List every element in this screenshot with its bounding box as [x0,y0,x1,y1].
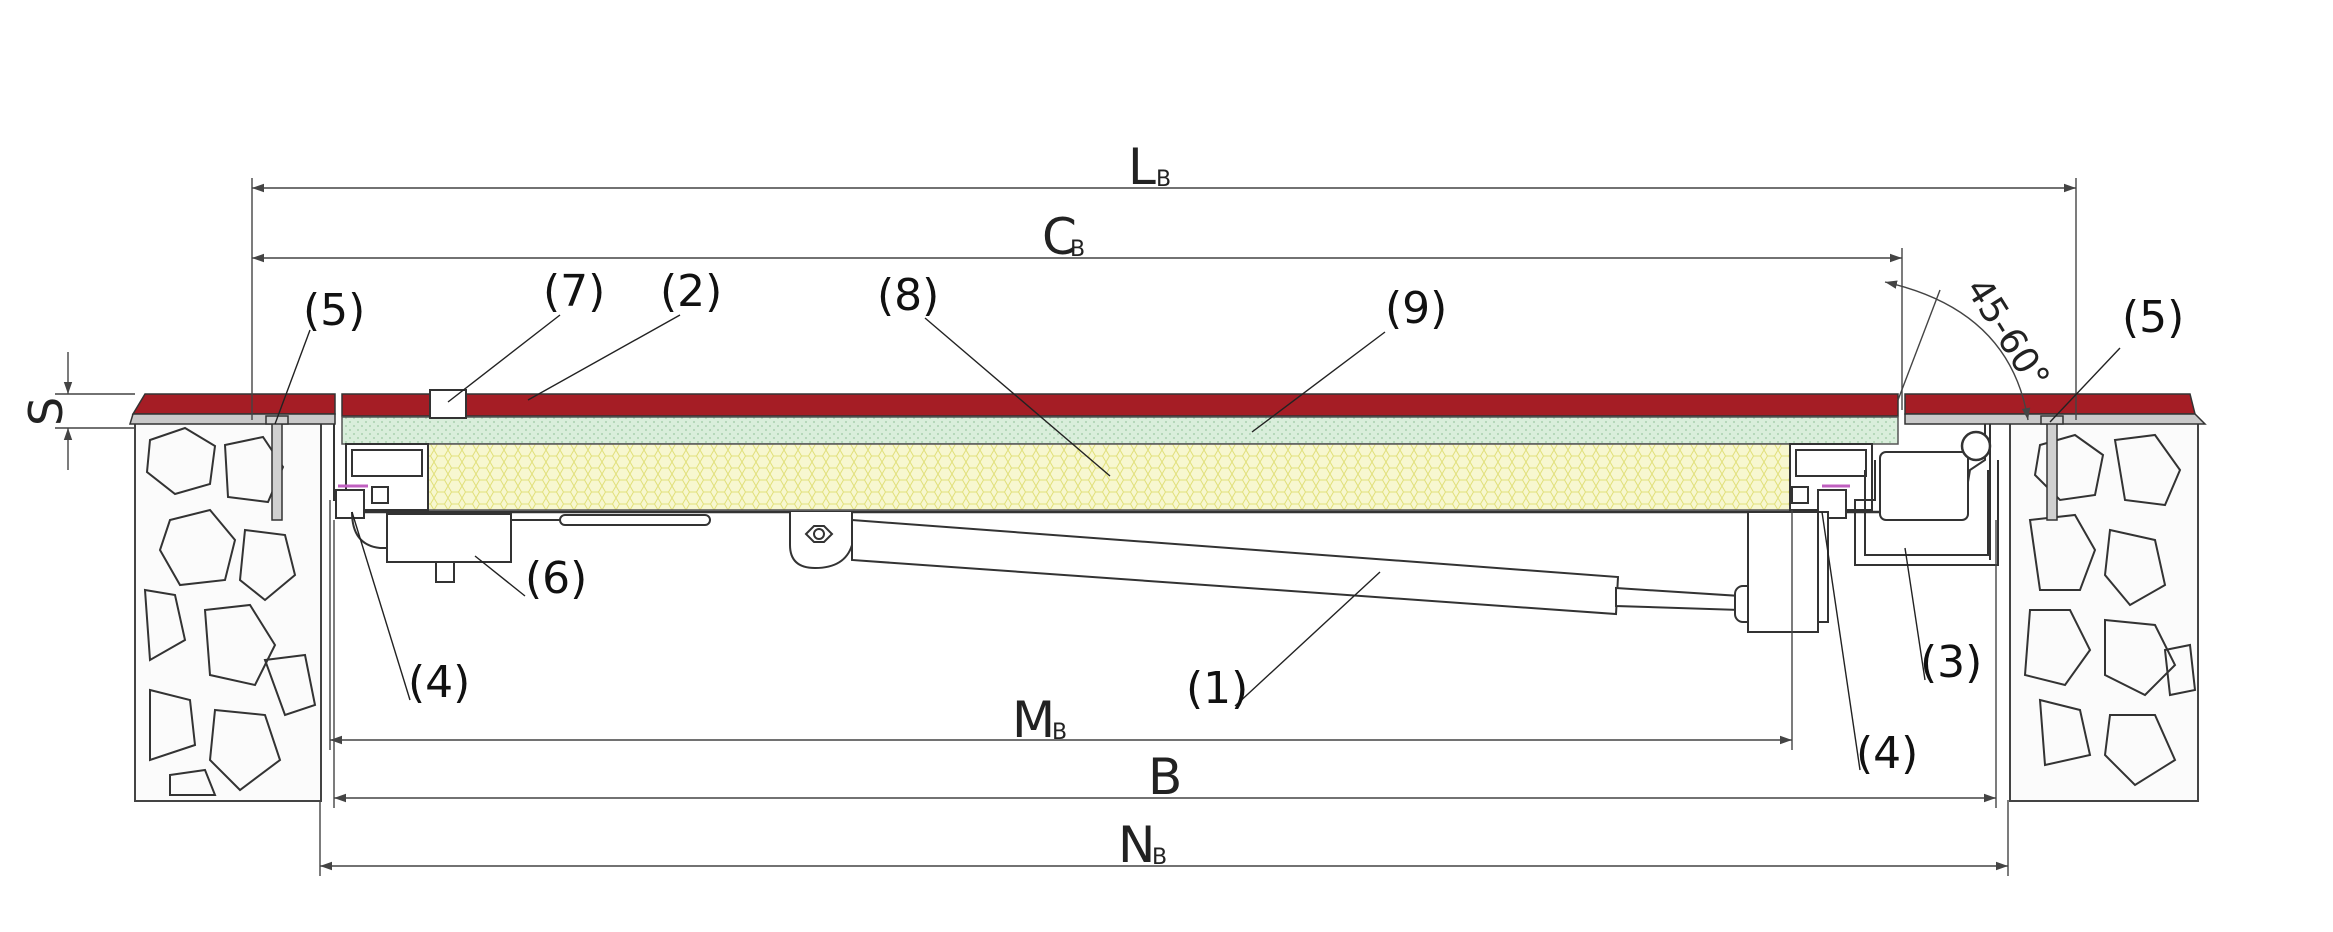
latch-7 [429,389,467,419]
dim-nb-label: N [1118,816,1155,874]
callout-labels: (5) (7) (2) (8) (9) (5) (6) (4) (1) (4) … [303,266,2184,779]
dim-nb-sub: B [1152,845,1167,870]
callout-5-right: (5) [2122,292,2184,343]
insulation-layer-9 [341,416,1899,445]
gas-spring-1 [789,511,1829,633]
dim-b-label: B [1148,748,1182,806]
dim-cb-sub: B [1070,237,1085,262]
callout-7: (7) [543,266,605,317]
callout-6: (6) [525,553,587,604]
callout-5-left: (5) [303,285,365,336]
lid-cover-plate-2 [341,393,1899,417]
frame-walls [333,424,1991,560]
dim-lb-sub: B [1156,167,1171,192]
callout-8: (8) [877,270,939,321]
callout-leaders [274,314,2121,771]
dim-mb-sub: B [1052,720,1067,745]
callout-3: (3) [1920,637,1982,688]
callout-4-right: (4) [1856,728,1918,779]
dim-s-label: S [19,397,73,426]
right-masonry [2009,422,2199,802]
dim-lb-label: L [1128,138,1156,196]
dim-cb-label: C [1042,208,1077,266]
left-masonry [134,422,322,802]
callout-2: (2) [660,266,722,317]
foam-core-layer-8 [427,443,1791,511]
callout-9: (9) [1385,283,1447,334]
callout-1: (1) [1186,663,1248,714]
drain-channel-3 [1854,430,1999,566]
lock-mechanism-6 [351,511,711,583]
dimension-lines [55,178,2077,876]
dim-angle-label: 45-60° [1957,271,2057,397]
callout-4-left: (4) [408,657,470,708]
dim-mb-label: M [1012,691,1055,749]
floor-surface-left [128,393,336,425]
